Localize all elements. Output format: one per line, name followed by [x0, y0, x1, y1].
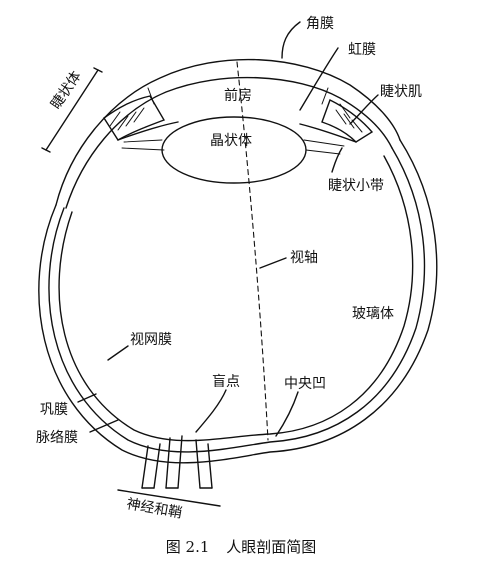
- label-choroid: 脉络膜: [36, 430, 78, 446]
- caption-title: 人眼剖面简图: [226, 538, 317, 556]
- label-anterior-chamber: 前房: [224, 87, 252, 104]
- label-ciliary-body: 睫状体: [48, 68, 85, 112]
- visual-axis-line: [236, 61, 269, 441]
- label-ciliary-muscle: 睫状肌: [380, 84, 422, 100]
- ciliary-body-left: [103, 95, 166, 141]
- iris-right: [299, 123, 357, 143]
- retina-wall: [58, 155, 414, 442]
- zonule-fibers: [121, 139, 345, 155]
- cornea-inner: [65, 76, 393, 209]
- label-visual-axis: 视轴: [290, 250, 318, 266]
- ciliary-hatching: [109, 87, 363, 133]
- label-cornea: 角膜: [306, 16, 334, 32]
- label-retina: 视网膜: [130, 332, 172, 348]
- label-optic-nerve-sheath: 神经和鞘: [125, 496, 183, 521]
- sclera-outer-wall: [38, 139, 438, 464]
- optic-nerve: [141, 435, 213, 489]
- lens-shape: [161, 116, 307, 184]
- iris-left: [117, 121, 179, 141]
- label-lens: 晶状体: [210, 133, 252, 149]
- label-iris: 虹膜: [348, 42, 376, 58]
- choroid-wall: [48, 147, 426, 453]
- caption-number: 图 2.1: [165, 538, 210, 556]
- label-sclera: 巩膜: [40, 402, 68, 418]
- label-zonule: 睫状小带: [328, 178, 384, 194]
- ciliary-muscle-right: [321, 99, 374, 143]
- cornea-outer: [55, 58, 401, 206]
- ciliary-span-arrow: [45, 69, 99, 151]
- figure-caption: 图 2.1 人眼剖面简图: [0, 536, 482, 557]
- label-vitreous: 玻璃体: [352, 305, 394, 322]
- label-blind-spot: 盲点: [212, 373, 240, 390]
- label-fovea: 中央凹: [284, 376, 326, 392]
- diagram-labels: 角膜 虹膜 睫状体 前房 睫状肌 晶状体 睫状小带 视轴 玻璃体 视网膜 盲点 …: [36, 16, 422, 522]
- nerve-span-line: [117, 489, 221, 507]
